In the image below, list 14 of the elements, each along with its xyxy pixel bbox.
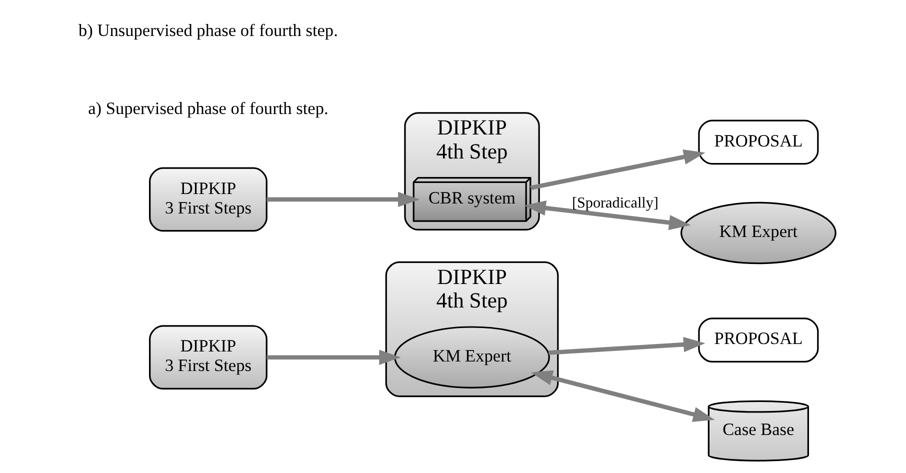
node-ellipse: KM Expert <box>680 202 836 264</box>
arrow <box>266 350 401 365</box>
node-box: PROPOSAL <box>698 120 819 165</box>
node-ellipse: KM Expert <box>394 326 550 389</box>
arrow <box>530 370 715 422</box>
label: b) Unsupervised phase of fourth step. <box>78 20 338 40</box>
edge-label: [Sporadically] <box>572 195 658 212</box>
node-box: DIPKIP 3 First Steps <box>149 325 268 390</box>
node-box: DIPKIP 3 First Steps <box>149 167 268 232</box>
arrow <box>548 336 706 355</box>
label: a) Supervised phase of fourth step. <box>88 98 328 118</box>
arrow <box>524 200 691 230</box>
arrow <box>266 192 420 208</box>
node-box: PROPOSAL <box>698 318 819 362</box>
